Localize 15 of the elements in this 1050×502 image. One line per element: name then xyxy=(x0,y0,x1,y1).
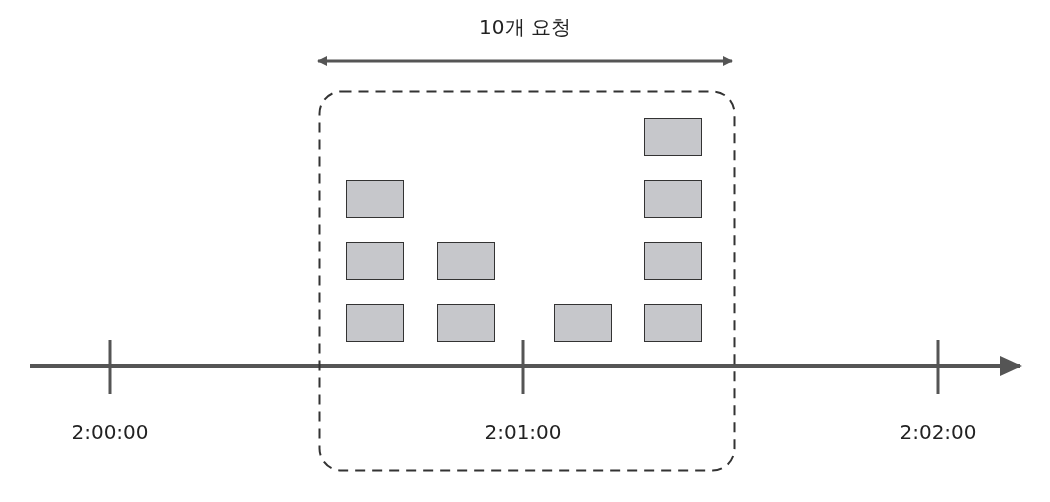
time-window-frame xyxy=(318,90,736,472)
request-block xyxy=(346,304,404,342)
request-block xyxy=(437,304,495,342)
request-block xyxy=(644,180,702,218)
request-block xyxy=(554,304,612,342)
range-label: 10개 요청 xyxy=(479,14,571,41)
request-block xyxy=(644,242,702,280)
time-label: 2:02:00 xyxy=(899,420,977,444)
request-block xyxy=(644,118,702,156)
request-block xyxy=(346,242,404,280)
time-label: 2:01:00 xyxy=(484,420,562,444)
request-block xyxy=(644,304,702,342)
request-block xyxy=(437,242,495,280)
request-block xyxy=(346,180,404,218)
time-label: 2:00:00 xyxy=(71,420,149,444)
